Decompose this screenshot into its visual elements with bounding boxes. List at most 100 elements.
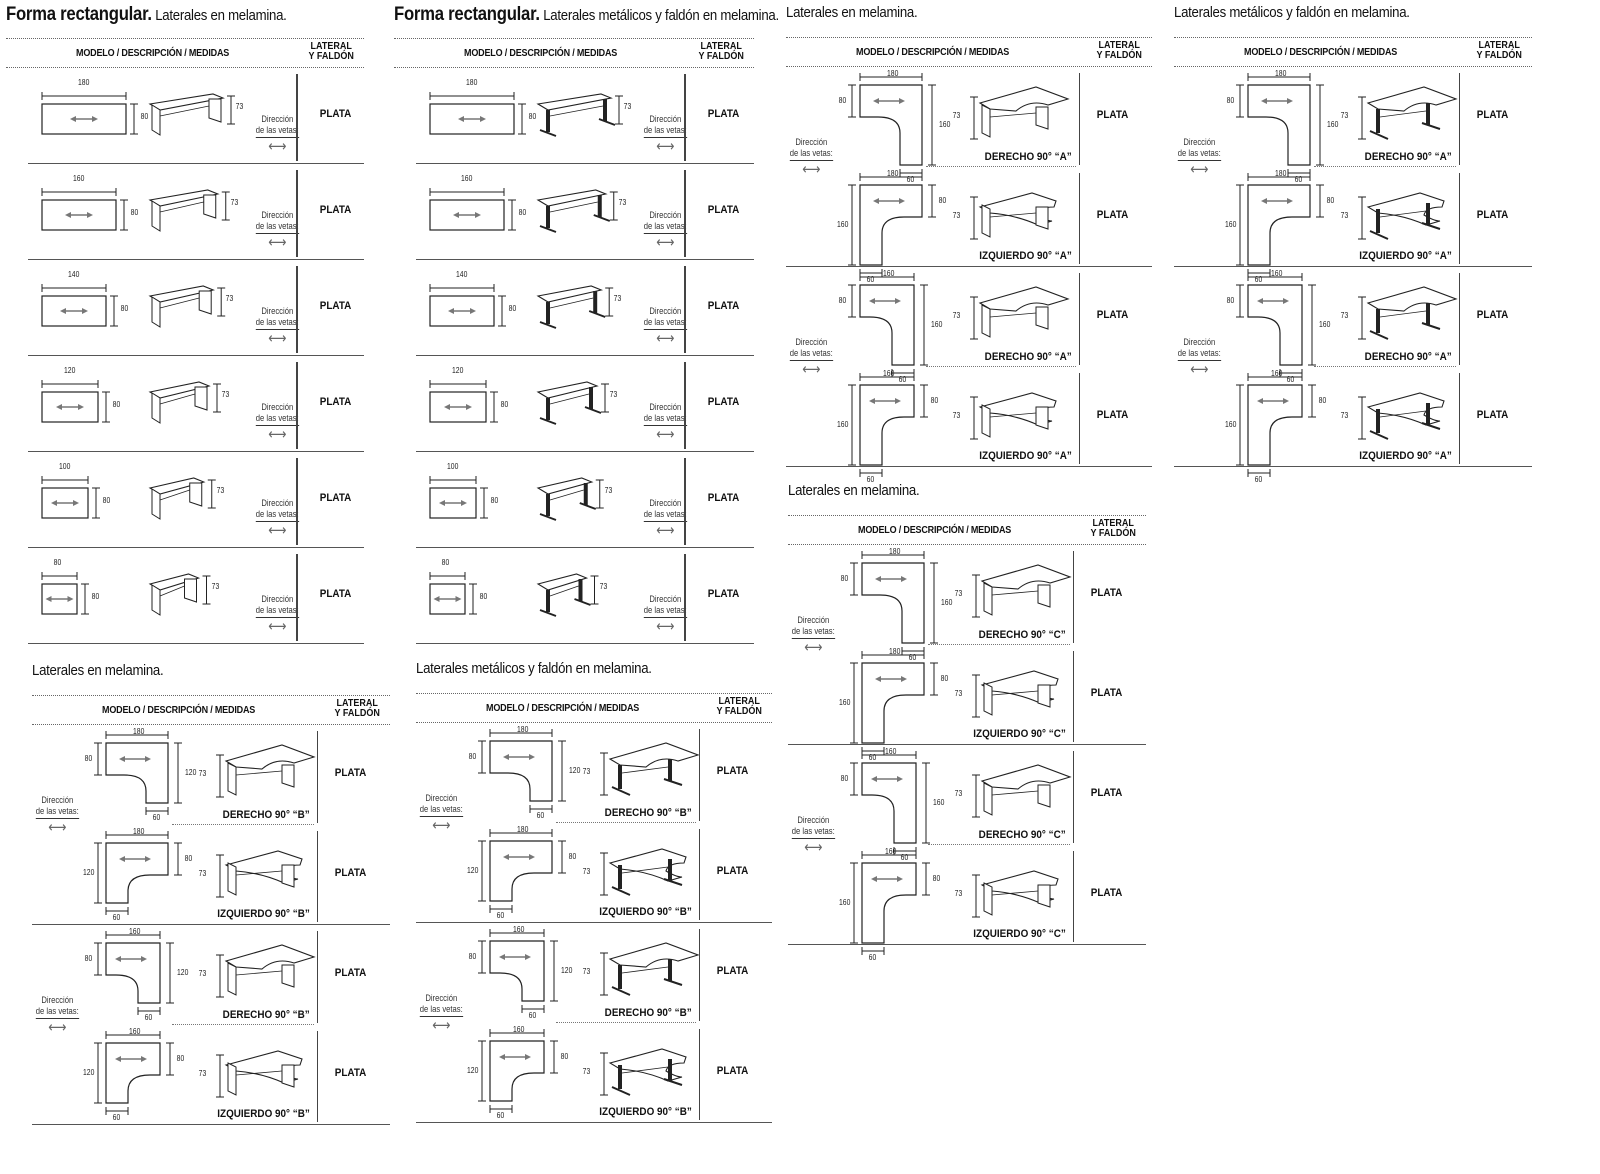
height-dimension (970, 296, 978, 340)
panel-l-desk-icon (980, 670, 1059, 716)
section-title-text: Laterales metálicos y faldón en melamina… (543, 7, 779, 24)
finish-value: PLATA (716, 765, 749, 777)
grain-direction-label-2: de las vetas: (419, 804, 463, 817)
dimension-label: 73 (225, 294, 234, 303)
top-view-diagram (41, 572, 89, 615)
column-header-lateral-line1: LATERAL (1478, 40, 1520, 51)
grain-direction-label-1: Dirección (649, 402, 682, 412)
double-arrow-icon: ⟷ (656, 618, 675, 635)
double-arrow-icon: ⟷ (268, 330, 287, 347)
section-title: Forma rectangular. Laterales en melamina… (6, 4, 321, 26)
dimension-label: 120 (569, 766, 581, 775)
dimension-label: 73 (582, 967, 591, 976)
height-dimension (1358, 96, 1366, 140)
model-label: DERECHO 90° “C” (978, 829, 1066, 841)
finish-value: PLATA (319, 396, 352, 408)
product-section: Laterales metálicos y faldón en melamina… (1174, 4, 1532, 484)
grain-direction-label-1: Dirección (261, 306, 294, 316)
finish-value: PLATA (334, 767, 367, 779)
dimension-label: 73 (582, 1067, 591, 1076)
height-dimension (970, 196, 978, 240)
dimension-label: 120 (452, 366, 464, 375)
dimension-label: 73 (198, 869, 207, 878)
grain-direction-label-2: de las vetas: (35, 806, 79, 819)
dimension-label: 60 (144, 1013, 153, 1022)
dimension-label: 73 (604, 486, 612, 495)
dimension-label: 180 (133, 727, 145, 736)
column-header-lateral-line2: Y FALDÓN (716, 706, 762, 717)
model-label: DERECHO 90° “A” (1364, 151, 1452, 163)
metal-leg-desk-icon (536, 285, 614, 329)
dimension-label: 73 (198, 769, 207, 778)
dimension-label: 140 (456, 270, 468, 279)
finish-value: PLATA (334, 1067, 367, 1079)
dimension-label: 120 (83, 1068, 95, 1077)
double-arrow-icon: ⟷ (268, 138, 287, 155)
dimension-label: 80 (184, 854, 193, 863)
model-label: IZQUIERDO 90° “B” (217, 1108, 310, 1120)
dimension-label: 73 (954, 689, 963, 698)
dimension-label: 60 (536, 811, 545, 820)
top-view-diagram (41, 380, 110, 423)
product-section: Laterales metálicos y faldón en melamina… (416, 660, 772, 1123)
grain-direction-label-1: Dirección (795, 137, 828, 147)
grain-direction-label-2: de las vetas: (643, 221, 687, 234)
top-view-diagram (429, 188, 516, 231)
metal-leg-l-desk-icon (608, 1048, 687, 1096)
dimension-label: 60 (866, 475, 875, 484)
finish-value: PLATA (1476, 409, 1509, 421)
column-divider (1072, 651, 1074, 742)
height-dimension (972, 774, 980, 818)
section-title-text: Laterales en melamina. (786, 4, 918, 21)
l-shape-top-view (848, 73, 936, 177)
height-dimension (216, 1054, 224, 1098)
dimension-label: 160 (73, 174, 85, 183)
height-dimension (970, 396, 978, 440)
l-shape-top-view (1236, 373, 1316, 477)
dimension-label: 160 (839, 898, 851, 907)
dimension-label: 100 (59, 462, 71, 471)
l-shape-top-view (848, 273, 928, 377)
dimension-label: 73 (582, 867, 591, 876)
dimension-label: 100 (447, 462, 459, 471)
column-divider (296, 458, 298, 545)
grain-direction-label-1: Dirección (797, 815, 830, 825)
dimension-label: 60 (1254, 275, 1263, 284)
dimension-label: 160 (839, 698, 851, 707)
grain-direction-label-2: de las vetas: (419, 1004, 463, 1017)
dimension-label: 160 (129, 1027, 141, 1036)
finish-value: PLATA (716, 1065, 749, 1077)
dimension-label: 80 (468, 752, 477, 761)
grain-direction-label-2: de las vetas: (643, 509, 687, 522)
section-title: Laterales en melamina. (786, 4, 1108, 21)
dimension-label: 80 (479, 592, 488, 601)
grain-direction-label-1: Dirección (261, 402, 294, 412)
height-dimension (600, 852, 608, 896)
double-arrow-icon: ⟷ (432, 1017, 451, 1034)
grain-direction-label-1: Dirección (795, 337, 828, 347)
section-title: Laterales metálicos y faldón en melamina… (416, 660, 729, 677)
top-view-diagram (429, 572, 477, 615)
double-arrow-icon: ⟷ (48, 1019, 67, 1036)
panel-l-desk-icon (224, 850, 303, 896)
l-shape-top-view (1236, 273, 1316, 377)
grain-direction-label-1: Dirección (261, 498, 294, 508)
dimension-label: 180 (78, 78, 90, 87)
double-arrow-icon: ⟷ (802, 361, 821, 378)
row-divider (172, 1024, 314, 1025)
grain-direction-label-1: Dirección (261, 114, 294, 124)
dimension-label: 160 (129, 927, 141, 936)
dimension-label: 160 (941, 598, 953, 607)
column-header-model: MODELO / DESCRIPCIÓN / MEDIDAS (464, 48, 618, 59)
dimension-label: 73 (198, 1069, 207, 1078)
finish-value: PLATA (319, 492, 352, 504)
